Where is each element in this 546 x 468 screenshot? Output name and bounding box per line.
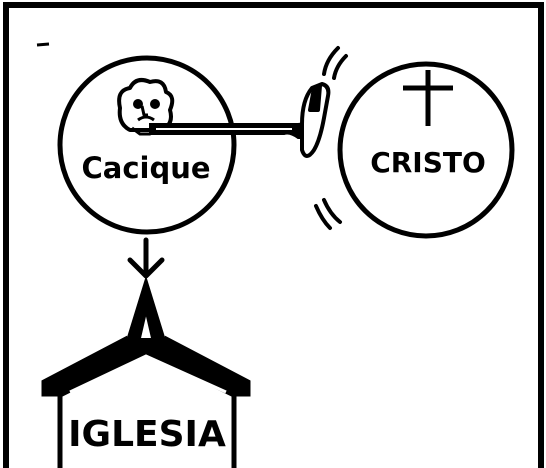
- cristo-label: CRISTO: [370, 146, 486, 179]
- stray-mark: [36, 42, 50, 47]
- cross-icon: [403, 70, 453, 126]
- blocking-hand-icon: [300, 82, 331, 158]
- cristo-circle: [337, 61, 515, 239]
- arrow-down: [127, 237, 165, 279]
- diagram-frame: [3, 2, 544, 468]
- cacique-label: Cacique: [81, 151, 210, 185]
- church-building-icon: [41, 275, 251, 468]
- motion-lines: [314, 46, 348, 230]
- iglesia-label: IGLESIA: [68, 414, 226, 455]
- cacique-circle: [57, 55, 237, 235]
